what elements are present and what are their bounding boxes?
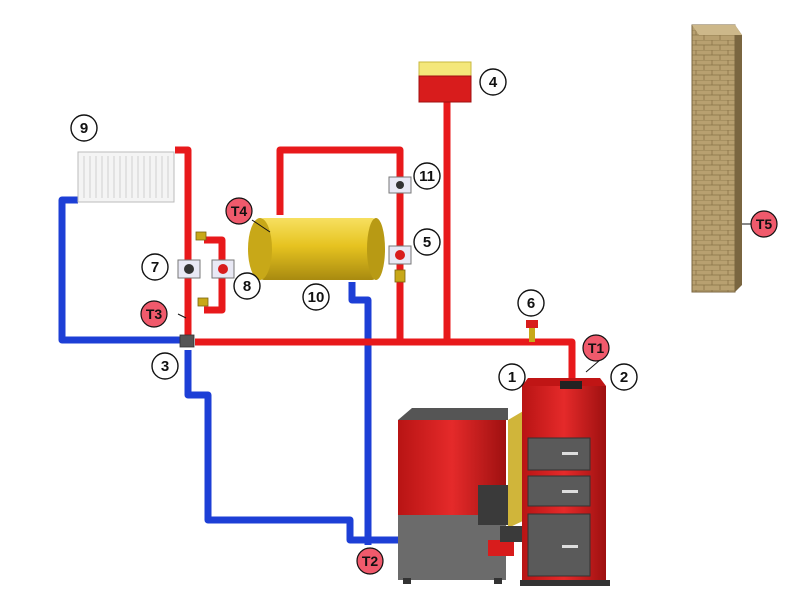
sensor-t5: T5: [750, 210, 778, 238]
sensor-t3-text: T3: [146, 306, 163, 322]
callout-8-text: 8: [243, 278, 251, 295]
callout-7-text: 7: [151, 259, 159, 276]
sensor-t2-text: T2: [362, 553, 379, 569]
pump-7: [177, 259, 201, 279]
cold-return-pipes: [58, 196, 398, 545]
callout-4-text: 4: [489, 74, 498, 91]
radiator: [77, 151, 175, 203]
hot-supply-pipes: [175, 100, 576, 385]
valve-8: [211, 259, 235, 279]
callout-5: 5: [413, 228, 441, 256]
callout-10: 10: [302, 283, 330, 311]
callout-10-text: 10: [308, 289, 325, 306]
callout-5-text: 5: [423, 234, 431, 251]
callout-3-text: 3: [161, 358, 169, 375]
chimney: [691, 24, 742, 293]
small-valves: [179, 231, 406, 348]
pump-11: [388, 176, 412, 194]
pump-5: [388, 245, 412, 265]
callout-3: 3: [151, 352, 179, 380]
sensor-t5-text: T5: [756, 216, 773, 232]
safety-valve: [526, 320, 538, 342]
hot-water-storage-tank: [248, 218, 385, 280]
boiler: [520, 378, 610, 586]
callout-9: 9: [70, 114, 98, 142]
callout-11: 11: [413, 162, 441, 190]
callout-1: 1: [498, 363, 526, 391]
callout-2-text: 2: [620, 369, 628, 386]
callout-4: 4: [479, 68, 507, 96]
sensor-t2: T2: [356, 547, 384, 575]
sensor-t1: T1: [582, 334, 610, 362]
sensor-t3: T3: [140, 300, 168, 328]
callout-9-text: 9: [80, 120, 88, 137]
callout-11-text: 11: [419, 168, 435, 185]
callout-6-text: 6: [527, 295, 535, 312]
callout-1-text: 1: [508, 369, 516, 386]
callout-6: 6: [517, 289, 545, 317]
sensor-t4-text: T4: [231, 203, 248, 219]
callout-7: 7: [141, 253, 169, 281]
expansion-tank: [418, 61, 472, 103]
callout-8: 8: [233, 272, 261, 300]
callout-2: 2: [610, 363, 638, 391]
sensor-t4: T4: [225, 197, 253, 225]
sensor-t1-text: T1: [588, 340, 605, 356]
fuel-feeder: [478, 410, 525, 556]
